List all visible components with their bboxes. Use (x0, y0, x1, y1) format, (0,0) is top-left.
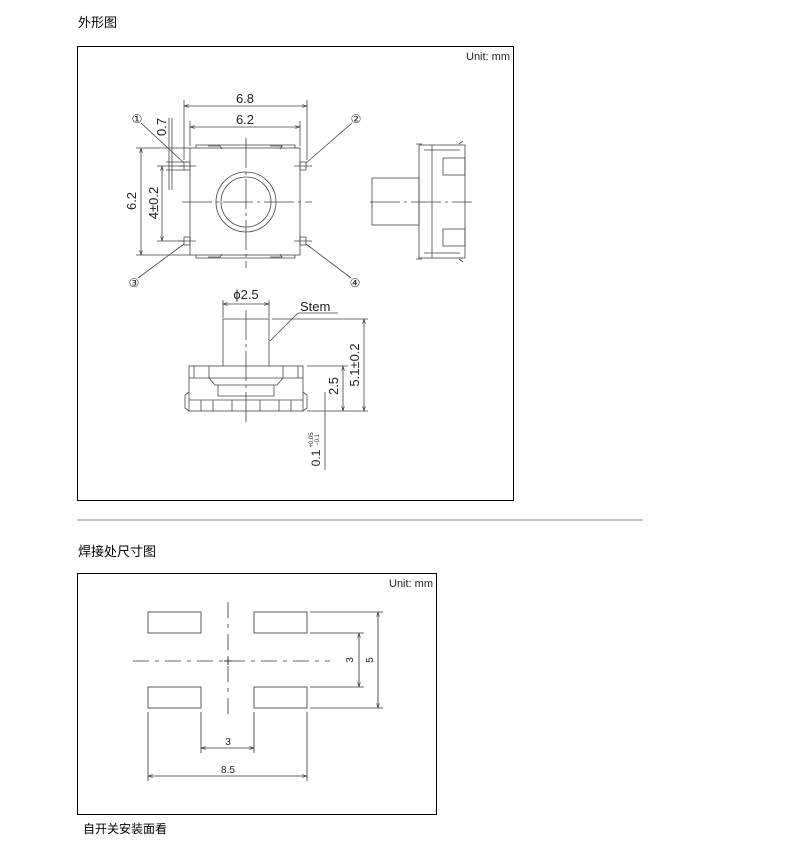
dim-stem-diameter: ϕ2.5 (233, 287, 258, 302)
terminal-2-label: ② (351, 112, 362, 126)
pad (253, 686, 308, 709)
front-view (184, 300, 368, 470)
dim-outer-vertical: 5 (365, 657, 376, 663)
stem-label: Stem (300, 299, 330, 314)
section-title-outline: 外形图 (78, 16, 118, 31)
dim-height-body: 6.2 (124, 192, 139, 210)
terminal-3-label: ③ (129, 276, 140, 290)
dim-inner-vertical: 3 (345, 657, 356, 663)
terminal-4-label: ④ (350, 276, 361, 290)
dim-outer-horizontal: 8.5 (221, 765, 235, 776)
unit-label: Unit: mm (389, 578, 433, 590)
unit-label: Unit: mm (466, 51, 510, 63)
outline-drawing: Unit: mm 6.8 6.2 0.7 6.2 4±0.2 ① ② ③ ④ (77, 46, 514, 501)
land-pattern-caption: 自开关安装面看 (83, 822, 168, 836)
dim-terminal-pitch: 4±0.2 (146, 187, 161, 219)
dim-total-height: 5.1±0.2 (347, 343, 362, 386)
dim-inner-horizontal: 3 (225, 737, 231, 748)
pad (147, 611, 202, 634)
divider (77, 519, 643, 521)
dim-standoff: 0.1 (309, 449, 323, 466)
terminal-1-label: ① (132, 112, 143, 126)
land-pattern-drawing: Unit: mm 3 5 3 8.5 (77, 573, 437, 815)
dim-body-height: 2.5 (326, 377, 341, 395)
dim-standoff-tol-minus: −0.1 (315, 433, 321, 446)
pad (253, 611, 308, 634)
pad (147, 686, 202, 709)
dim-standoff-tol-plus: +0.05 (309, 432, 315, 448)
dim-width-body: 6.2 (236, 112, 254, 127)
top-view (136, 100, 353, 279)
section-title-land-pattern: 焊接处尺寸图 (78, 545, 157, 560)
side-view (370, 140, 472, 263)
dim-width-outer: 6.8 (236, 91, 254, 106)
dim-terminal: 0.7 (154, 118, 169, 136)
